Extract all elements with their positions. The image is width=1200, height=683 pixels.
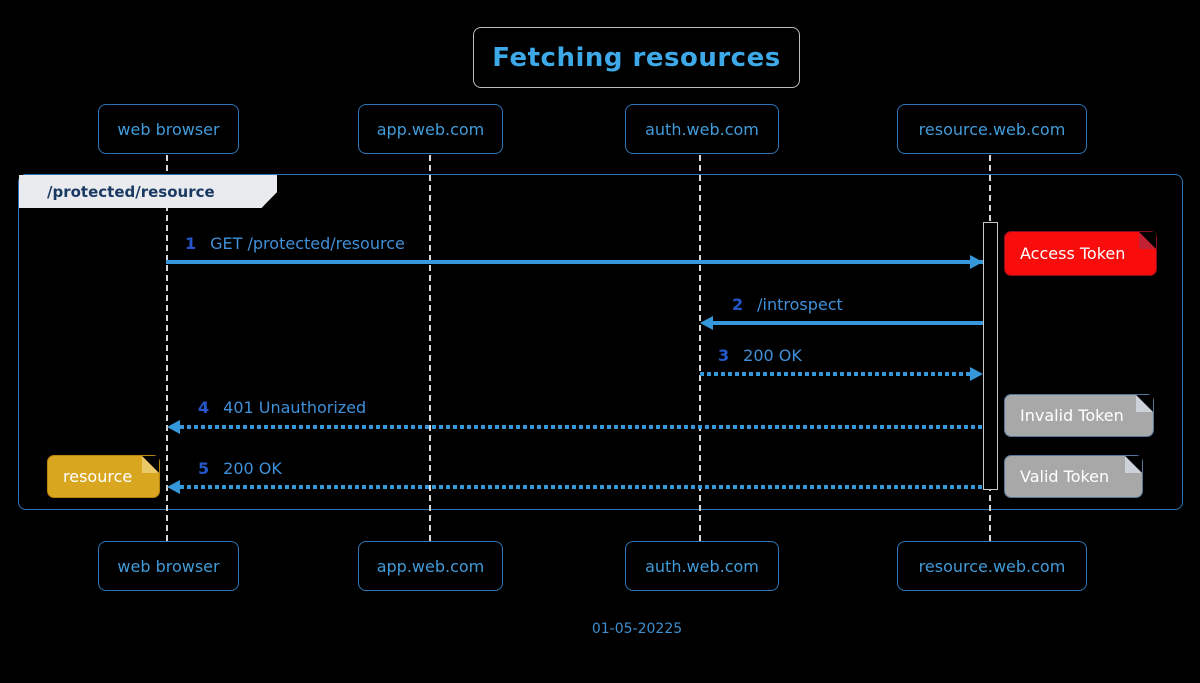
diagram-title: Fetching resources bbox=[492, 42, 781, 73]
message-2-label: 2 /introspect bbox=[732, 295, 843, 314]
actor-label: app.web.com bbox=[376, 119, 485, 139]
message-2-number: 2 bbox=[732, 295, 744, 314]
note-access-token: Access Token bbox=[1004, 231, 1157, 276]
message-3-text: 200 OK bbox=[743, 346, 802, 365]
footer-date: 01-05-20225 bbox=[591, 621, 683, 637]
actor-top-app-web-com: app.web.com bbox=[358, 104, 503, 154]
actor-bottom-resource-web-com: resource.web.com bbox=[897, 541, 1087, 591]
message-1-arrowhead bbox=[970, 255, 983, 269]
actor-label: auth.web.com bbox=[645, 556, 759, 576]
note-valid-token: Valid Token bbox=[1004, 455, 1143, 498]
message-4-line bbox=[180, 425, 983, 429]
message-4-label: 4 401 Unauthorized bbox=[198, 398, 366, 417]
actor-label: web browser bbox=[117, 119, 220, 139]
actor-top-auth-web-com: auth.web.com bbox=[625, 104, 779, 154]
message-1-text: GET /protected/resource bbox=[210, 234, 405, 253]
note-invalid-token: Invalid Token bbox=[1004, 394, 1154, 437]
message-1-label: 1 GET /protected/resource bbox=[185, 234, 405, 253]
interaction-frame bbox=[18, 174, 1183, 510]
message-3-arrowhead bbox=[970, 367, 983, 381]
message-3-label: 3 200 OK bbox=[718, 346, 802, 365]
message-4-number: 4 bbox=[198, 398, 210, 417]
message-3-line bbox=[700, 372, 970, 376]
actor-bottom-app-web-com: app.web.com bbox=[358, 541, 503, 591]
message-5-line bbox=[180, 485, 983, 489]
lifeline-web-browser bbox=[166, 155, 168, 541]
activation-bar-resource bbox=[983, 222, 998, 490]
message-1-line bbox=[166, 260, 983, 264]
actor-top-resource-web-com: resource.web.com bbox=[897, 104, 1087, 154]
message-1-number: 1 bbox=[185, 234, 197, 253]
actor-bottom-web-browser: web browser bbox=[98, 541, 239, 591]
message-4-arrowhead bbox=[167, 420, 180, 434]
message-5-number: 5 bbox=[198, 459, 210, 478]
message-4-text: 401 Unauthorized bbox=[223, 398, 367, 417]
message-2-arrowhead bbox=[700, 316, 713, 330]
message-5-label: 5 200 OK bbox=[198, 459, 282, 478]
message-5-arrowhead bbox=[167, 480, 180, 494]
actor-label: resource.web.com bbox=[918, 119, 1066, 139]
lifeline-app-web-com bbox=[429, 155, 431, 541]
note-text: Access Token bbox=[1020, 244, 1126, 263]
message-2-line bbox=[712, 321, 983, 325]
actor-label: resource.web.com bbox=[918, 556, 1066, 576]
note-text: Invalid Token bbox=[1020, 406, 1124, 425]
actor-label: web browser bbox=[117, 556, 220, 576]
message-2-text: /introspect bbox=[757, 295, 843, 314]
frame-label: /protected/resource bbox=[19, 175, 277, 208]
actor-label: auth.web.com bbox=[645, 119, 759, 139]
actor-label: app.web.com bbox=[376, 556, 485, 576]
message-3-number: 3 bbox=[718, 346, 730, 365]
message-5-text: 200 OK bbox=[223, 459, 282, 478]
diagram-title-box: Fetching resources bbox=[473, 27, 800, 88]
frame-label-text: /protected/resource bbox=[47, 182, 215, 201]
note-text: resource bbox=[63, 467, 133, 486]
note-text: Valid Token bbox=[1020, 467, 1110, 486]
note-resource: resource bbox=[47, 455, 160, 498]
lifeline-auth-web-com bbox=[699, 155, 701, 541]
actor-top-web-browser: web browser bbox=[98, 104, 239, 154]
actor-bottom-auth-web-com: auth.web.com bbox=[625, 541, 779, 591]
